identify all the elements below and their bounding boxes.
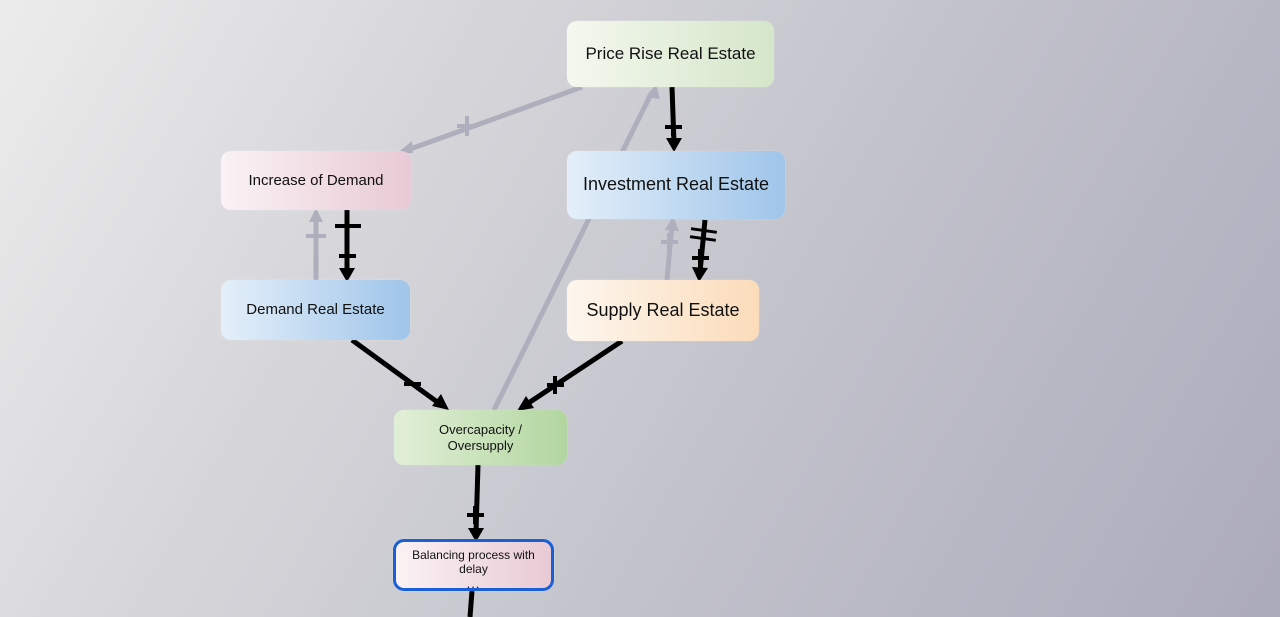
node-investment-real-estate[interactable]: Investment Real Estate — [567, 151, 785, 219]
node-label: Investment Real Estate — [582, 174, 770, 195]
link-overcapacity-to-price[interactable] — [491, 90, 655, 412]
node-label: Increase of Demand — [248, 171, 384, 189]
node-label: Price Rise Real Estate — [585, 43, 756, 63]
arrowhead — [646, 84, 660, 99]
node-supply-real-estate[interactable]: Supply Real Estate — [567, 280, 759, 341]
arrowhead — [666, 138, 682, 152]
node-balancing-process-with-delay[interactable]: Balancing process with delay ... — [393, 539, 554, 591]
node-label: Supply Real Estate — [586, 299, 740, 320]
active-polarity-signs — [335, 118, 718, 524]
node-label: Demand Real Estate — [246, 301, 385, 318]
node-increase-of-demand[interactable]: Increase of Demand — [221, 151, 411, 210]
arrowhead — [432, 394, 449, 410]
node-label: Overcapacity / Oversupply — [438, 421, 523, 453]
arrowhead — [517, 396, 534, 411]
link-balancing-outgoing[interactable] — [467, 590, 475, 617]
node-overcapacity-oversupply[interactable]: Overcapacity / Oversupply — [394, 410, 567, 465]
link-supply-to-overcapacity[interactable] — [525, 338, 624, 407]
link-demand-to-overcapacity[interactable] — [350, 337, 442, 407]
node-demand-real-estate[interactable]: Demand Real Estate — [221, 280, 410, 340]
node-price-rise-real-estate[interactable]: Price Rise Real Estate — [567, 21, 774, 87]
arrowhead — [665, 216, 679, 231]
more-ellipsis-icon: ... — [466, 576, 481, 592]
arrowhead — [692, 267, 708, 282]
inactive-polarity-signs — [306, 116, 678, 251]
arrowhead — [396, 141, 413, 154]
link-supply-to-investment[interactable] — [664, 223, 675, 281]
arrowhead — [309, 208, 323, 222]
link-price-to-increase-demand[interactable] — [401, 84, 583, 155]
arrowhead — [339, 268, 355, 282]
node-label: Balancing process with delay — [412, 547, 535, 576]
arrowhead — [468, 528, 484, 542]
